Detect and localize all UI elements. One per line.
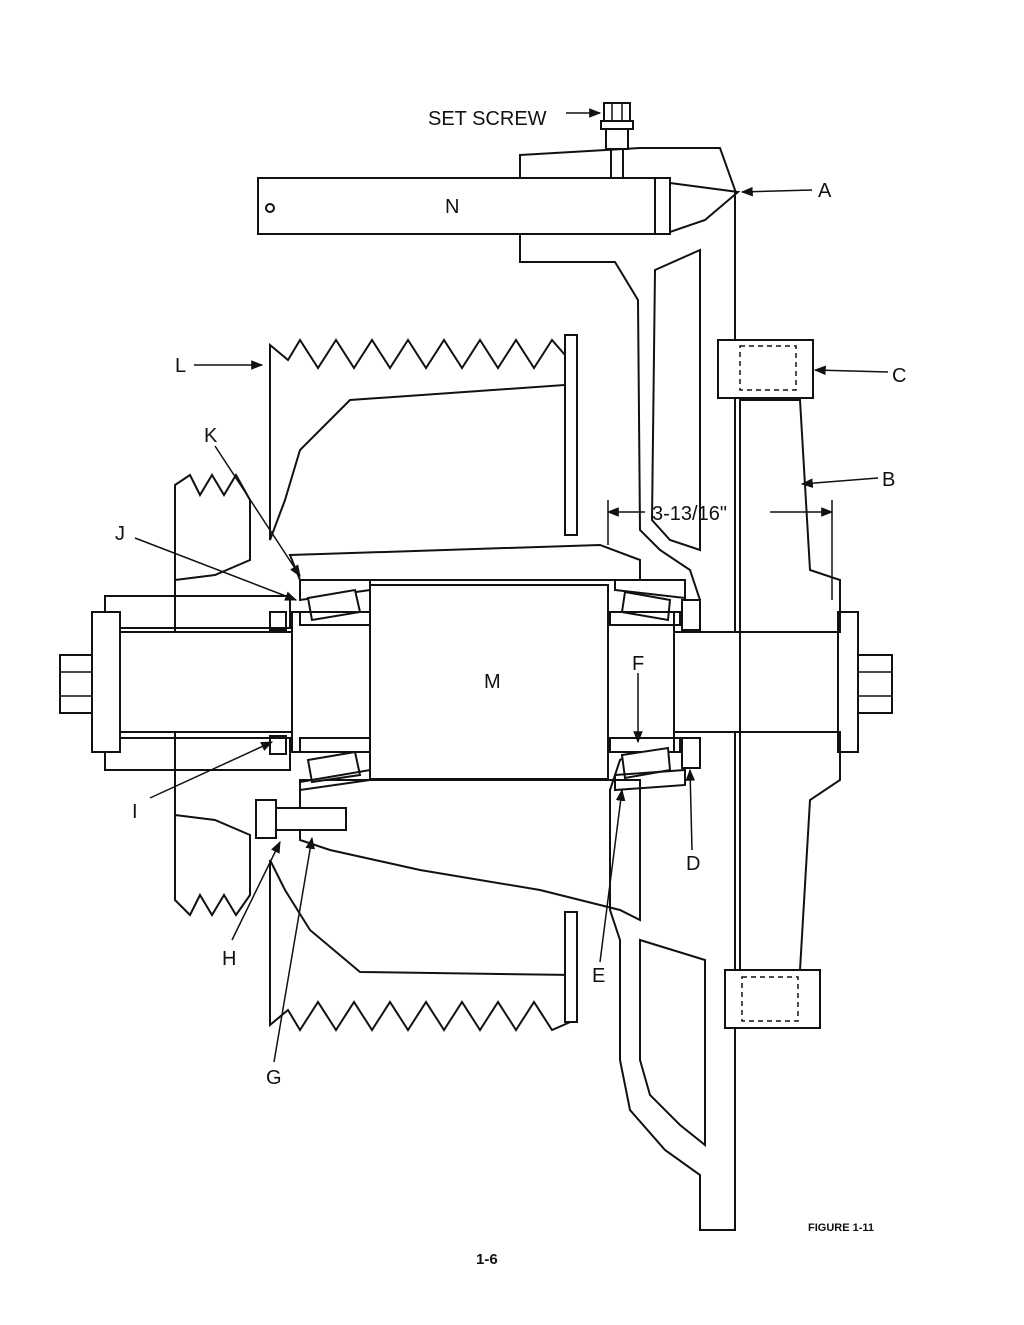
- bearing-right-top: [609, 579, 686, 626]
- label-d: D: [686, 853, 700, 875]
- figure-caption: FIGURE 1-11: [808, 1222, 874, 1234]
- shaft-m: [119, 584, 841, 780]
- housing-bracket: [519, 147, 736, 1231]
- label-e: E: [592, 965, 605, 987]
- label-c: C: [892, 365, 906, 387]
- label-h: H: [222, 948, 236, 970]
- set-screw: [600, 102, 634, 178]
- bearing-right-bottom: [609, 737, 686, 792]
- label-n: N: [445, 196, 459, 218]
- fan-blade-c-bottom: [724, 969, 821, 1029]
- dimension-3-13-16: 3-13/16": [606, 500, 834, 600]
- label-k: K: [204, 425, 218, 447]
- bearing-left-bottom: [299, 737, 371, 792]
- label-a: A: [818, 180, 832, 202]
- dimension-text: 3-13/16": [652, 503, 727, 525]
- label-b: B: [882, 469, 895, 491]
- label-g: G: [266, 1067, 282, 1089]
- bearing-left-top: [299, 579, 371, 626]
- label-i: I: [132, 801, 138, 823]
- large-pulley-l: [269, 334, 578, 1032]
- label-j: J: [115, 523, 125, 545]
- nut-left: [59, 611, 121, 753]
- cap-screw: [255, 799, 347, 839]
- seals: [269, 599, 701, 769]
- label-f: F: [632, 653, 644, 675]
- label-set-screw: SET SCREW: [428, 108, 547, 130]
- label-l: L: [175, 355, 186, 377]
- page-number: 1-6: [476, 1251, 498, 1268]
- nut-right: [837, 611, 893, 753]
- lever-bar-n: [257, 177, 741, 235]
- leader-lines: [134, 108, 889, 1063]
- fan-blade-c-top: [717, 339, 814, 399]
- label-m: M: [484, 671, 501, 693]
- part-labels: SET SCREW A C B L K J N M F I D E H G: [115, 108, 906, 1089]
